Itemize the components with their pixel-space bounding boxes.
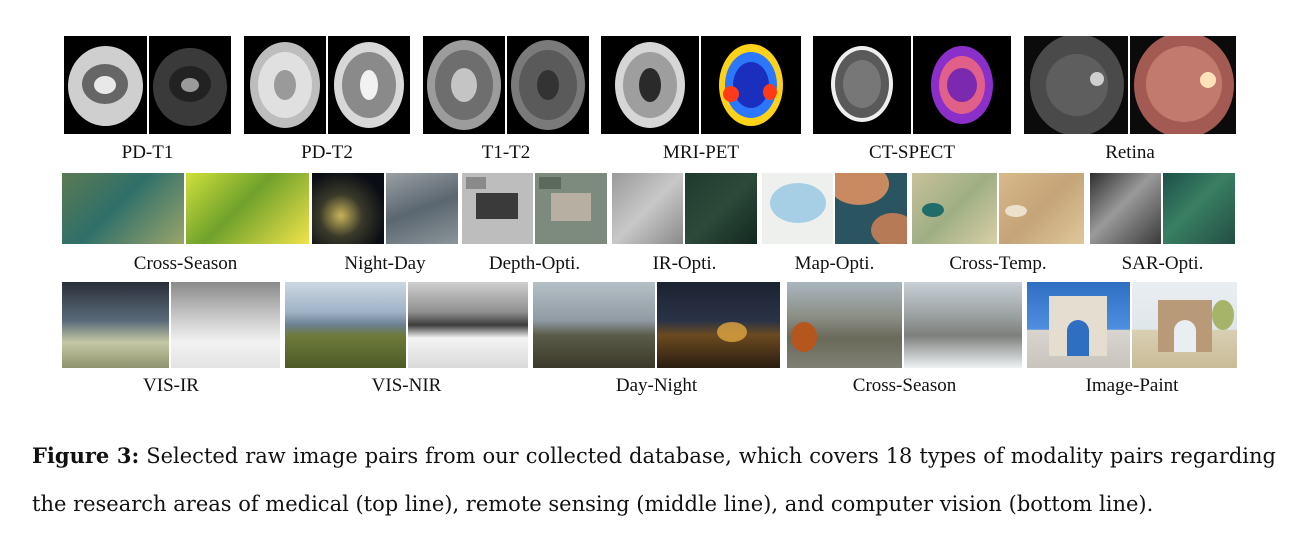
- image-night: [657, 282, 780, 368]
- image-painting: [1132, 282, 1237, 368]
- pair-label: Cross-Season: [133, 253, 238, 274]
- pair-label: Retina: [1105, 142, 1155, 163]
- pair-night-day: Night-Day: [312, 173, 458, 277]
- image-spect: [913, 36, 1011, 134]
- figure-caption: Figure 3: Selected raw image pairs from …: [32, 432, 1276, 528]
- pair-t1-t2: T1-T2: [423, 36, 589, 170]
- pair-depth-opti: Depth-Opti.: [462, 173, 607, 277]
- image-infrared: [171, 282, 280, 368]
- image-map: [762, 173, 833, 244]
- pair-sar-opti: SAR-Opti.: [1090, 173, 1235, 277]
- image-optical: [685, 173, 757, 244]
- image-time-a: [912, 173, 997, 244]
- pair-label: T1-T2: [481, 142, 531, 163]
- pair-label: SAR-Opti.: [1121, 253, 1204, 274]
- pair-label: Cross-Season: [852, 375, 957, 396]
- image-time-b: [999, 173, 1084, 244]
- pair-day-night: Day-Night: [533, 282, 780, 400]
- pair-label: Depth-Opti.: [488, 253, 581, 274]
- image-winter: [904, 282, 1022, 368]
- image-t2: [328, 36, 410, 134]
- pair-cross-season-cv: Cross-Season: [787, 282, 1022, 400]
- image-sar: [1090, 173, 1161, 244]
- pair-vis-nir: VIS-NIR: [285, 282, 528, 400]
- image-depth: [462, 173, 533, 244]
- pair-label: PD-T1: [121, 142, 174, 163]
- image-mri: [601, 36, 699, 134]
- pair-label: VIS-NIR: [371, 375, 442, 396]
- image-pd: [244, 36, 326, 134]
- pair-cross-season-rs: Cross-Season: [62, 173, 309, 277]
- pair-pd-t1: PD-T1: [64, 36, 231, 170]
- caption-text: Selected raw image pairs from our collec…: [32, 444, 1276, 516]
- pair-label: Day-Night: [615, 375, 698, 396]
- image-season-b: [186, 173, 309, 244]
- image-autumn: [787, 282, 902, 368]
- image-optical: [835, 173, 907, 244]
- pair-label: Map-Opti.: [794, 253, 875, 274]
- image-visible: [285, 282, 406, 368]
- image-day: [386, 173, 458, 244]
- image-fundus: [1130, 36, 1236, 134]
- pair-map-opti: Map-Opti.: [762, 173, 907, 277]
- pair-label: CT-SPECT: [869, 142, 955, 163]
- pair-retina: Retina: [1024, 36, 1236, 170]
- image-t1: [423, 36, 505, 134]
- image-visible: [62, 282, 169, 368]
- pair-label: VIS-IR: [143, 375, 199, 396]
- image-t2: [507, 36, 589, 134]
- pair-label: Night-Day: [344, 253, 426, 274]
- image-season-a: [62, 173, 184, 244]
- image-ir: [612, 173, 683, 244]
- pair-vis-ir: VIS-IR: [62, 282, 280, 400]
- image-optical: [535, 173, 607, 244]
- image-angiography: [1024, 36, 1128, 134]
- pair-label: Cross-Temp.: [949, 253, 1047, 274]
- image-night: [312, 173, 384, 244]
- pair-cross-temp: Cross-Temp.: [912, 173, 1084, 277]
- pair-pd-t2: PD-T2: [244, 36, 410, 170]
- image-pet: [701, 36, 801, 134]
- image-ct: [813, 36, 911, 134]
- pair-ir-opti: IR-Opti.: [612, 173, 757, 277]
- pair-label: Image-Paint: [1085, 375, 1179, 396]
- image-nir: [408, 282, 528, 368]
- pair-label: PD-T2: [301, 142, 353, 163]
- pair-image-paint: Image-Paint: [1027, 282, 1237, 400]
- pair-mri-pet: MRI-PET: [601, 36, 801, 170]
- image-optical: [1163, 173, 1235, 244]
- image-photo: [1027, 282, 1130, 368]
- image-pd: [64, 36, 147, 134]
- pair-ct-spect: CT-SPECT: [813, 36, 1011, 170]
- image-day: [533, 282, 655, 368]
- image-t1: [149, 36, 231, 134]
- pair-label: IR-Opti.: [652, 253, 717, 274]
- figure-number: Figure 3:: [32, 443, 140, 468]
- pair-label: MRI-PET: [663, 142, 739, 163]
